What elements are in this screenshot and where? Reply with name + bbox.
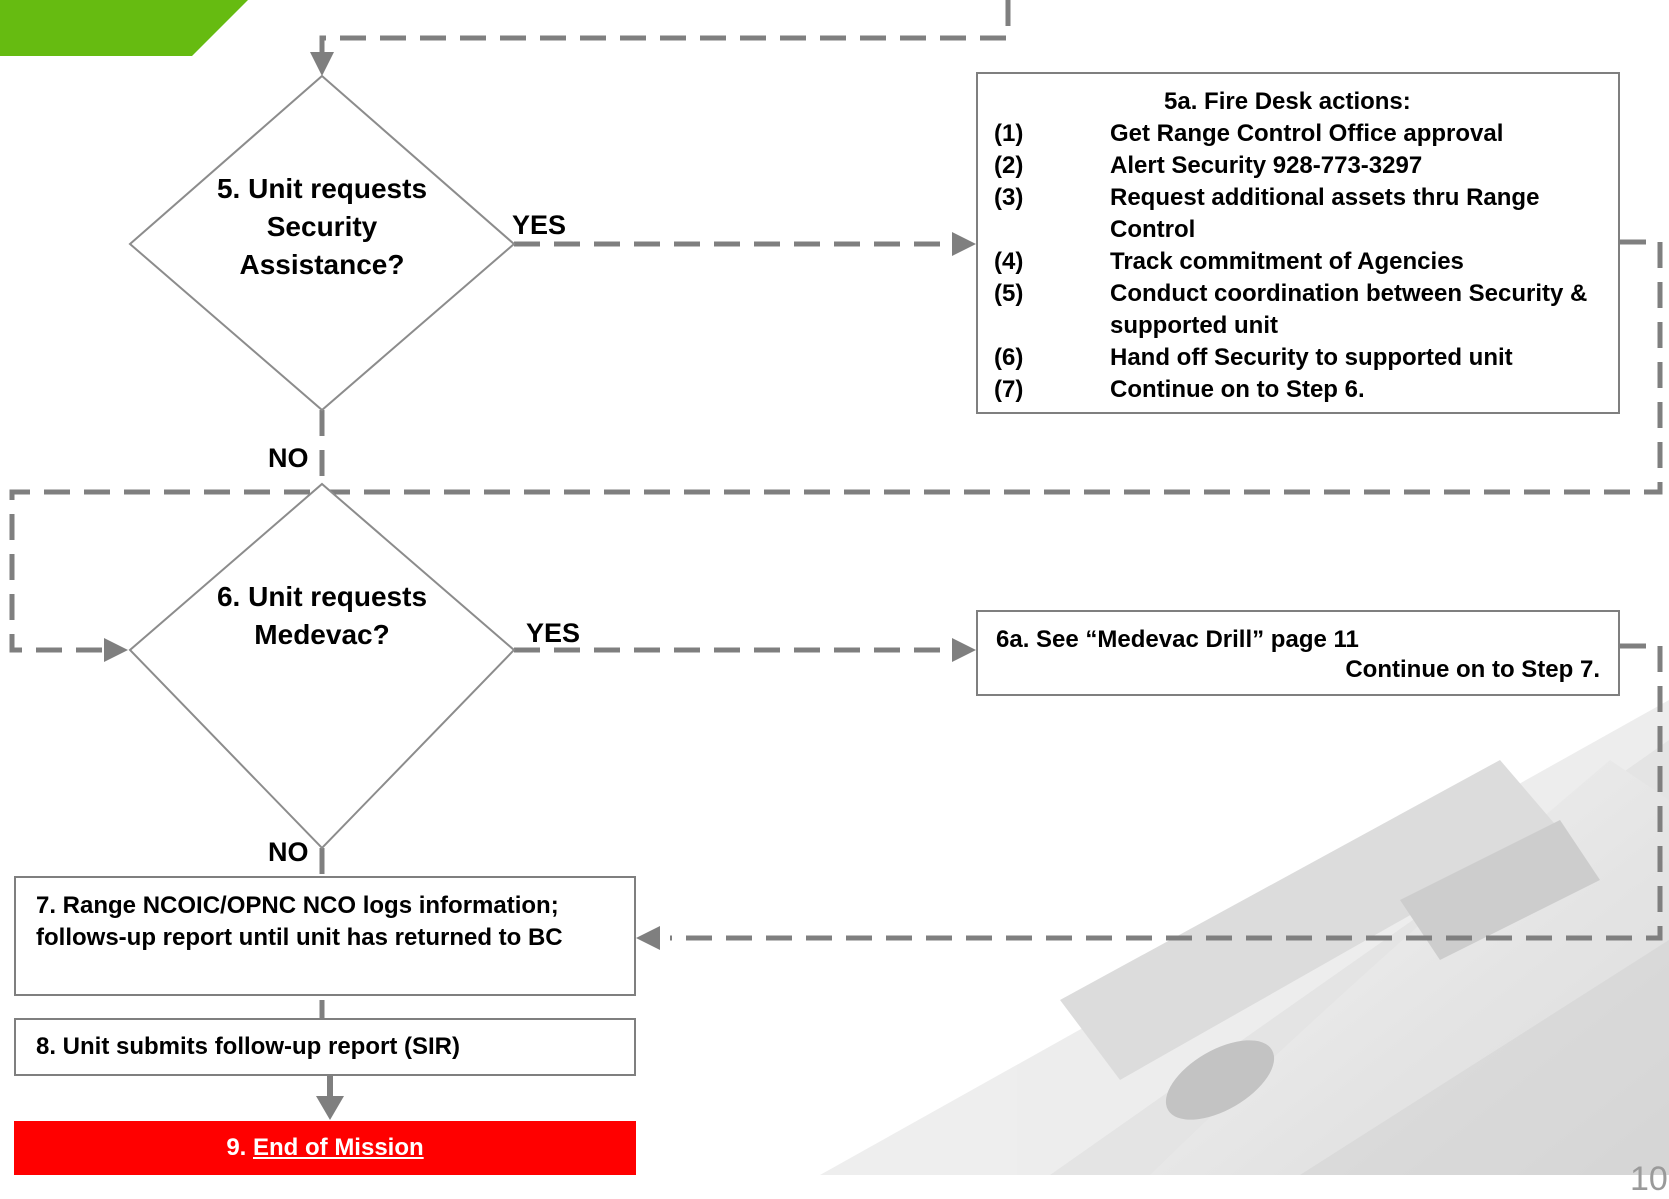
corner-accent	[0, 0, 248, 56]
step5-question: 5. Unit requests Security Assistance?	[216, 173, 428, 280]
step9-prefix: 9.	[226, 1134, 253, 1161]
arrowhead-into-step5	[310, 52, 334, 76]
flowchart-canvas	[0, 0, 1669, 1175]
arrowhead-into-step9	[316, 1096, 344, 1120]
arrowhead-into-step6-left	[104, 638, 128, 662]
step5a-item-text: Get Range Control Office approval	[1110, 120, 1504, 147]
step8-text: 8. Unit submits follow-up report (SIR)	[36, 1033, 460, 1060]
step5a-item-number: (6)	[994, 344, 1024, 371]
step6-decision-diamond	[128, 482, 516, 850]
pen-background-image	[820, 700, 1669, 1175]
arrowhead-into-step5a	[952, 232, 976, 256]
step5a-item-number: (7)	[994, 376, 1024, 403]
step5a-item-text: Hand off Security to supported unit	[1110, 344, 1513, 371]
step7-logging-box: 7. Range NCOIC/OPNC NCO logs information…	[14, 876, 636, 996]
step8-report-box: 8. Unit submits follow-up report (SIR)	[14, 1018, 636, 1076]
step5a-item-number: (2)	[994, 152, 1024, 179]
step5-decision-diamond	[128, 74, 516, 412]
step5a-fire-desk-box: 5a. Fire Desk actions: (1) Get Range Con…	[976, 72, 1620, 414]
step5a-item-text: Track commitment of Agencies	[1110, 248, 1464, 275]
step5a-item-number: (4)	[994, 248, 1024, 275]
end-of-mission-link[interactable]: End of Mission	[253, 1134, 424, 1161]
step5a-item-number: (1)	[994, 120, 1024, 147]
step5-yes-label: YES	[512, 210, 567, 240]
step5a-item-number: (3)	[994, 184, 1024, 211]
arrowhead-into-step6a	[952, 638, 976, 662]
connector-top-to-step5	[319, 0, 1011, 72]
page-number: 10	[1630, 1160, 1668, 1198]
step5a-title: 5a. Fire Desk actions:	[1164, 88, 1411, 115]
step5a-item-number: (5)	[994, 280, 1024, 307]
step5a-item-text: Conduct coordination between Security & …	[1110, 280, 1588, 339]
step9-end-box: 9. End of Mission	[14, 1121, 636, 1175]
step6-no-label: NO	[268, 837, 309, 867]
step5a-item-text: Request additional assets thru Range Con…	[1110, 184, 1540, 243]
step6-question: 6. Unit requests Medevac?	[216, 581, 428, 650]
step5a-item-text: Continue on to Step 6.	[1110, 376, 1365, 403]
step5a-item-text: Alert Security 928-773-3297	[1110, 152, 1423, 179]
step6-yes-label: YES	[526, 618, 581, 648]
arrowhead-into-step7	[636, 926, 660, 950]
step6a-line2: Continue on to Step 7.	[1345, 656, 1600, 683]
connector-step6a-to-step7	[670, 643, 1663, 941]
step5-no-label: NO	[268, 443, 309, 473]
step7-text: 7. Range NCOIC/OPNC NCO logs information…	[36, 892, 563, 951]
step6a-medevac-box: 6a. See “Medevac Drill” page 11 Continue…	[976, 610, 1620, 696]
step6a-line1: 6a. See “Medevac Drill” page 11	[996, 626, 1359, 653]
